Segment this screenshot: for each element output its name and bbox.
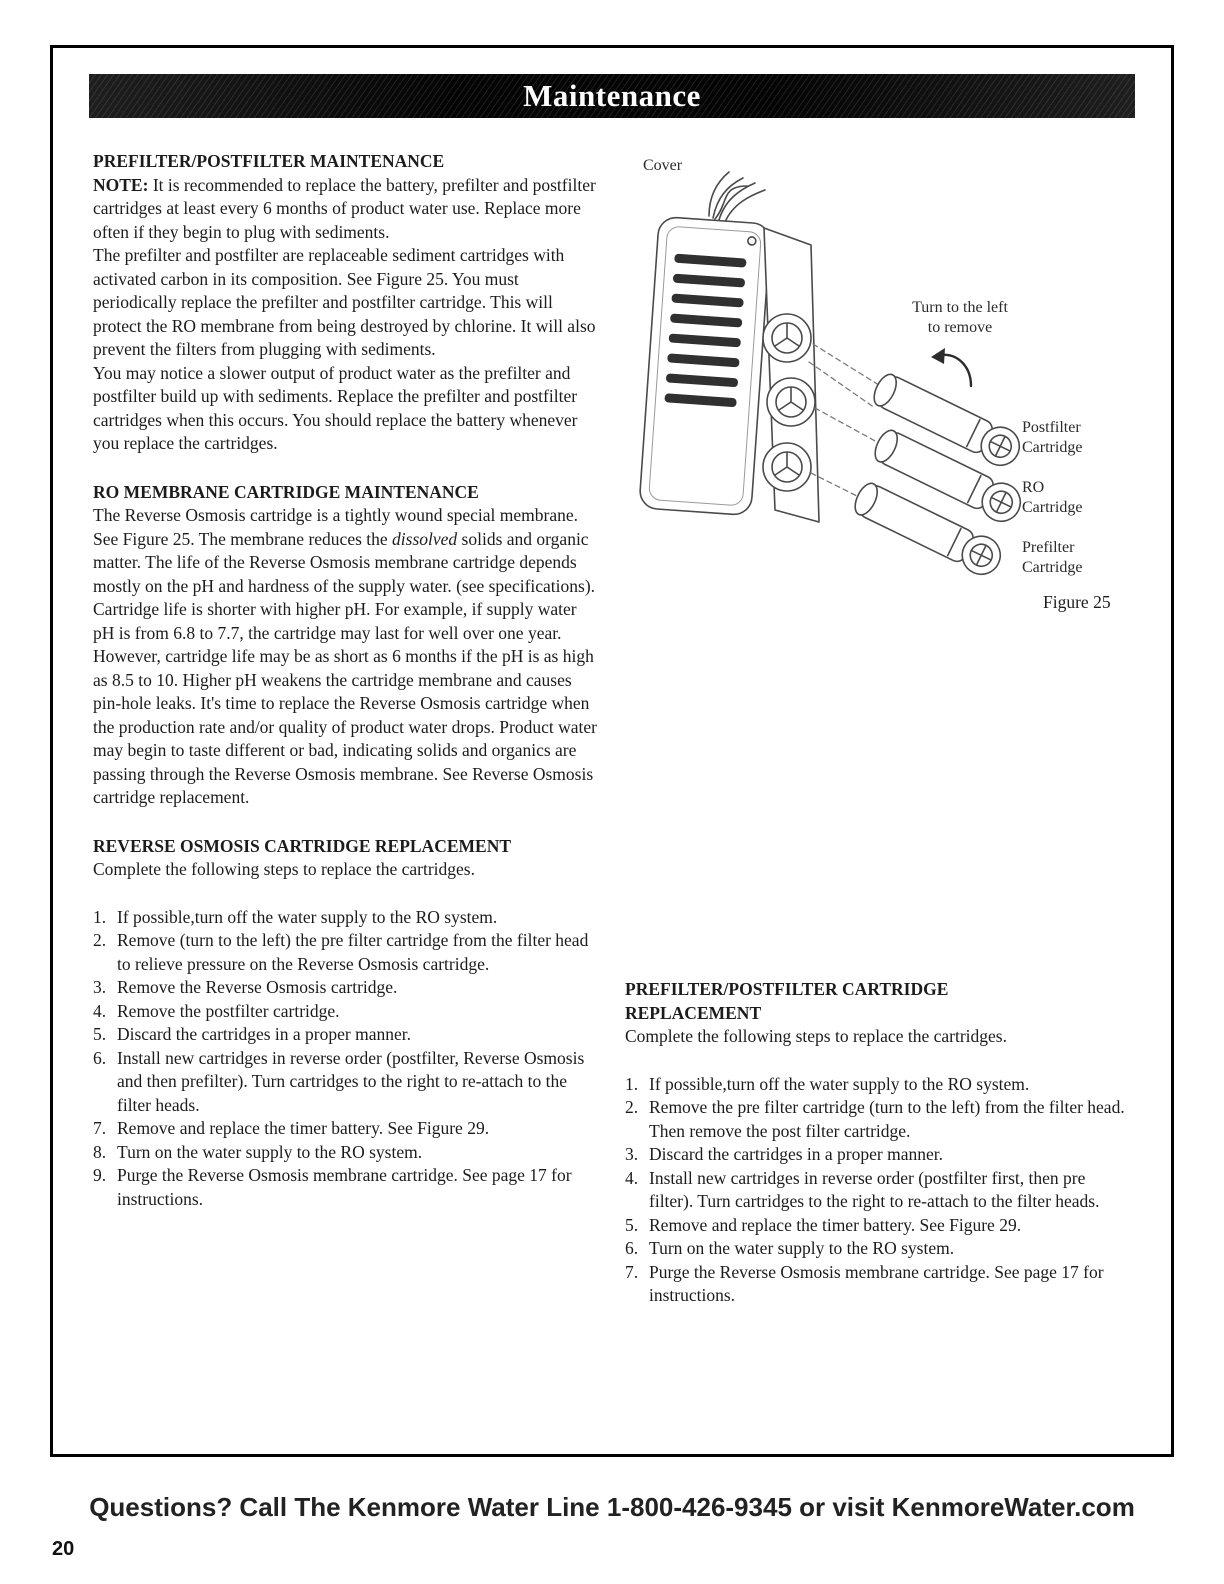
maintenance-banner: Maintenance (89, 74, 1135, 118)
step-item: Remove (turn to the left) the pre filter… (93, 929, 589, 974)
numbered-steps: If possible,turn off the water supply to… (93, 906, 599, 1212)
step-item: Remove and replace the timer battery. Se… (93, 1117, 490, 1140)
section-ro-membrane-maintenance: RO MEMBRANE CARTRIDGE MAINTENANCE The Re… (93, 481, 599, 810)
ro-unit-cover (639, 216, 771, 516)
prefilter-cartridge (854, 482, 1002, 576)
filter-head-2 (766, 377, 816, 427)
body-paragraph: NOTE: It is recommended to replace the b… (93, 174, 599, 245)
figure-label-cover: Cover (643, 157, 683, 174)
ro-cartridge (874, 429, 1022, 523)
manual-page-sheet: Maintenance PREFILTER/POSTFILTER MAINTEN… (50, 45, 1174, 1457)
paragraph-text: solids and organic matter. The life of t… (93, 528, 597, 808)
figure-label-turn-to-remove: Turn to the left to remove (912, 299, 1008, 336)
step-item: Install new cartridges in reverse order … (93, 1047, 585, 1115)
footer-contact-line: Questions? Call The Kenmore Water Line 1… (89, 1492, 1135, 1522)
body-paragraph: You may notice a slower output of produc… (93, 362, 578, 454)
figure-25: Cover Turn to the left to remove Postfil… (625, 156, 1130, 628)
note-text: It is recommended to replace the battery… (93, 174, 596, 242)
figure-label-ro: RO Cartridge (1022, 479, 1083, 516)
banner-title: Maintenance (523, 78, 701, 113)
numbered-steps: If possible,turn off the water supply to… (625, 1073, 1129, 1308)
ro-unit-diagram (639, 171, 1022, 576)
section-prefilter-postfilter-maintenance: PREFILTER/POSTFILTER MAINTENANCE NOTE: I… (93, 150, 599, 456)
note-label: NOTE: (93, 174, 149, 195)
section-heading: PREFILTER/POSTFILTER MAINTENANCE (93, 151, 445, 171)
vent-slots (664, 253, 747, 408)
step-item: Discard the cartridges in a proper manne… (93, 1023, 411, 1046)
figure-label-prefilter: Prefilter Cartridge (1022, 539, 1083, 576)
section-ro-cartridge-replacement: REVERSE OSMOSIS CARTRIDGE REPLACEMENT Co… (93, 835, 599, 1212)
right-column: Cover Turn to the left to remove Postfil… (625, 150, 1129, 1308)
step-item: If possible,turn off the water supply to… (625, 1073, 1030, 1096)
step-item: Remove the Reverse Osmosis cartridge. (93, 976, 398, 999)
step-item: If possible,turn off the water supply to… (93, 906, 498, 929)
step-item: Discard the cartridges in a proper manne… (625, 1143, 943, 1166)
section-heading: RO MEMBRANE CARTRIDGE MAINTENANCE (93, 481, 479, 502)
section-intro: Complete the following steps to replace … (93, 859, 475, 879)
filter-heads (762, 227, 820, 523)
postfilter-cartridge (873, 373, 1021, 467)
step-item: Turn on the water supply to the RO syste… (625, 1237, 955, 1260)
leader-lines (808, 343, 889, 503)
section-heading: PREFILTER/POSTFILTER CARTRIDGE REPLACEME… (625, 979, 949, 1023)
two-column-layout: PREFILTER/POSTFILTER MAINTENANCE NOTE: I… (53, 118, 1171, 1308)
step-item: Purge the Reverse Osmosis membrane cartr… (93, 1164, 572, 1209)
filter-head-1 (762, 313, 812, 363)
paragraph-text: The Reverse Osmosis cartridge is a tight… (93, 505, 579, 549)
wires (708, 171, 766, 223)
section-intro: Complete the following steps to replace … (625, 1026, 1007, 1046)
italic-word: dissolved (392, 528, 458, 549)
figure-caption: Figure 25 (1043, 592, 1111, 612)
body-paragraph: The Reverse Osmosis cartridge is a tight… (93, 504, 599, 810)
step-item: Purge the Reverse Osmosis membrane cartr… (625, 1261, 1104, 1306)
filter-head-3 (762, 442, 812, 492)
section-heading: REVERSE OSMOSIS CARTRIDGE REPLACEMENT (93, 835, 512, 856)
page-number: 20 (52, 1538, 75, 1560)
figure-label-postfilter: Postfilter Cartridge (1022, 419, 1083, 456)
left-column: PREFILTER/POSTFILTER MAINTENANCE NOTE: I… (93, 150, 599, 1308)
step-item: Remove the postfilter cartridge. (93, 1000, 340, 1023)
section-prefilter-postfilter-replacement: PREFILTER/POSTFILTER CARTRIDGE REPLACEME… (625, 978, 1129, 1308)
step-item: Install new cartridges in reverse order … (625, 1167, 1100, 1212)
turn-arrow (931, 348, 973, 388)
step-item: Remove and replace the timer battery. Se… (625, 1214, 1022, 1237)
step-item: Turn on the water supply to the RO syste… (93, 1141, 423, 1164)
body-paragraph: The prefilter and postfilter are replace… (93, 245, 596, 359)
step-item: Remove the pre filter cartridge (turn to… (625, 1096, 1125, 1141)
